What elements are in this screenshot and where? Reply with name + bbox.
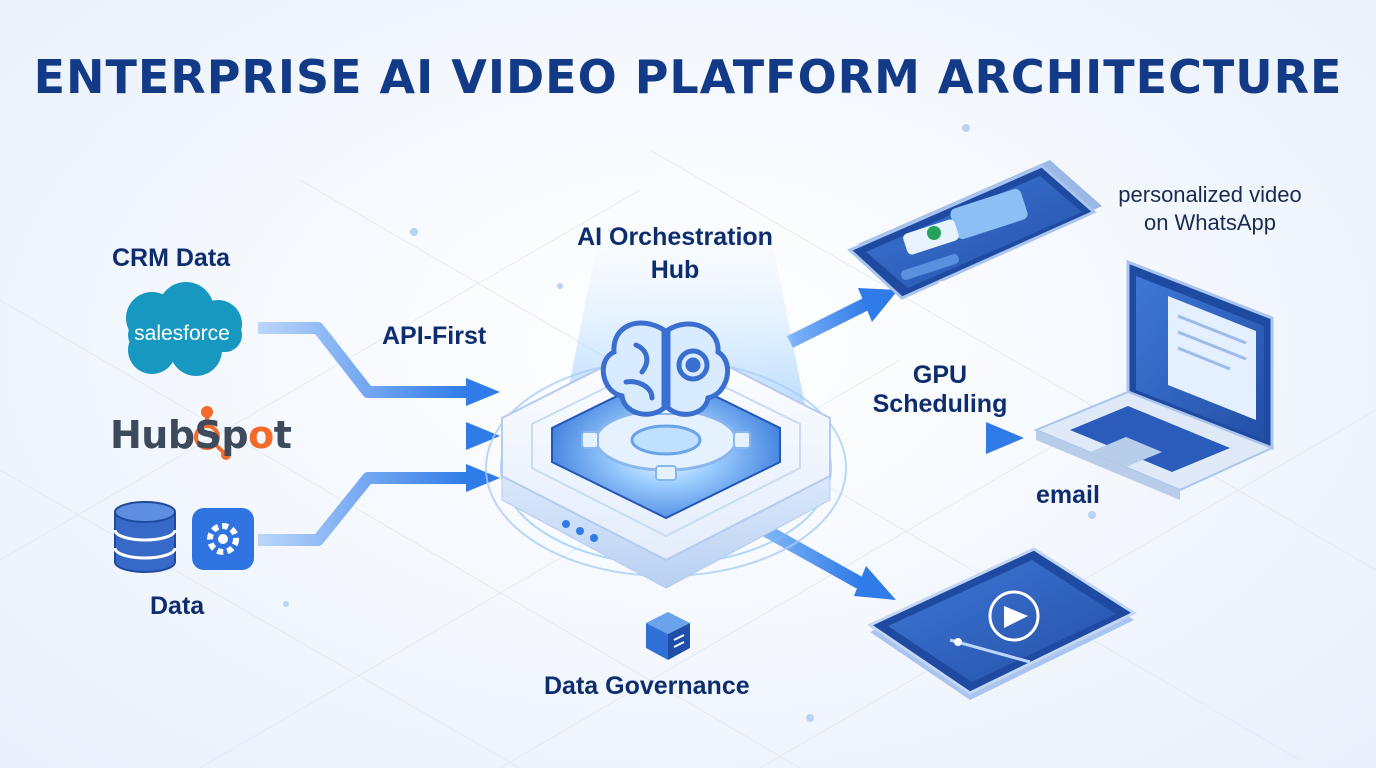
settings-tile-icon <box>192 508 254 570</box>
input-arrowheads <box>466 378 500 492</box>
gpu-label-line1: GPU <box>912 361 968 389</box>
whatsapp-label-line2: on WhatsApp <box>1143 210 1277 235</box>
salesforce-cloud-icon <box>126 282 242 376</box>
hub-title-line1: AI Orchestration <box>577 223 773 251</box>
data-label: Data <box>150 592 205 620</box>
email-label: email <box>1036 481 1100 509</box>
laptop-icon <box>1033 259 1275 500</box>
hubspot-sprocket-icon <box>194 406 231 460</box>
data-governance-icon <box>646 612 690 660</box>
salesforce-logo: salesforce <box>134 322 230 345</box>
decorative-dots <box>283 124 1096 722</box>
smartphone-icon <box>847 160 1102 300</box>
gpu-label-line2: Scheduling <box>872 390 1008 418</box>
api-first-label: API-First <box>382 322 487 350</box>
whatsapp-label-line1: personalized video <box>1118 182 1302 207</box>
data-governance-label: Data Governance <box>544 672 750 700</box>
hubspot-logo: HubSpot <box>110 413 292 457</box>
crm-data-label: CRM Data <box>112 244 231 272</box>
input-arrows <box>258 322 468 546</box>
page-title: ENTERPRISE AI VIDEO PLATFORM ARCHITECTUR… <box>33 50 1343 104</box>
hub-title-line2: Hub <box>650 256 700 284</box>
output-arrowheads <box>854 288 1024 600</box>
brain-icon <box>600 320 730 417</box>
hubspot-logo-accent: o <box>248 413 274 457</box>
output-arrows <box>761 297 990 589</box>
database-icon <box>113 501 177 573</box>
tablet-icon <box>866 547 1138 700</box>
